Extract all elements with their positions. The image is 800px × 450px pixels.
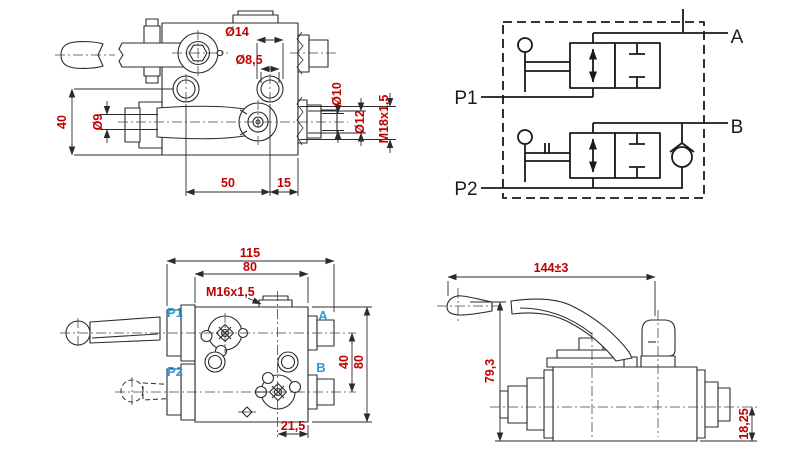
dim-label-d9: Ø9 <box>91 114 105 131</box>
dim-label-144: 144±3 <box>534 261 569 275</box>
hand-lever <box>510 298 633 362</box>
dimension-lines-side <box>68 36 396 196</box>
dimension-lines-top-view <box>166 257 372 438</box>
dim-label-80-width: 80 <box>243 260 257 274</box>
dimension-lines-lever-view <box>447 273 757 442</box>
top-view: 115 80 M16x1,5 40 80 21,5 P1 A P2 B <box>60 246 372 438</box>
lever-head-assembly <box>118 18 224 84</box>
schematic-port-a: A <box>731 27 744 48</box>
dim-label-d8-5: Ø8,5 <box>235 53 262 67</box>
detent-symbol <box>544 143 550 154</box>
dim-label-m16: M16x1,5 <box>206 285 255 299</box>
dim-label-15: 15 <box>277 176 291 190</box>
port-label-p2: P2 <box>167 364 183 379</box>
port-fitting-bottom-right <box>296 96 338 146</box>
top-lever <box>65 316 161 346</box>
dim-label-40-side: 40 <box>55 115 69 129</box>
valve-1-symbol <box>517 37 661 92</box>
dim-label-d12: Ø12 <box>353 110 367 134</box>
port-label-a: A <box>318 308 328 323</box>
lever-grip <box>446 295 493 316</box>
dim-label-80-height: 80 <box>352 355 366 369</box>
lever-side-view: 144±3 79,3 18,25 <box>437 261 760 442</box>
centerlines-side <box>55 30 348 145</box>
schematic-lines <box>481 9 728 189</box>
port-labels-top-view: P1 A P2 B <box>167 305 328 379</box>
check-valve-symbol <box>669 123 695 188</box>
dim-label-m18: M18x1,5 <box>377 95 391 144</box>
dim-label-115: 115 <box>240 246 260 260</box>
dim-label-50: 50 <box>221 176 235 190</box>
schematic-port-labels: A P1 B P2 <box>454 27 743 200</box>
side-view: Ø14 Ø8,5 40 Ø9 Ø10 Ø12 M18x1,5 50 15 <box>55 10 396 196</box>
dim-label-40-top: 40 <box>337 355 351 369</box>
schematic-port-p2: P2 <box>454 179 477 200</box>
lever-knob-symbol-2 <box>517 129 533 145</box>
centerlines-lever-view <box>437 288 760 437</box>
dim-label-d10: Ø10 <box>330 82 344 106</box>
dimension-labels-side: Ø14 Ø8,5 40 Ø9 Ø10 Ø12 M18x1,5 50 15 <box>55 25 391 190</box>
schematic-port-b: B <box>731 117 744 138</box>
valve-body-lever-view <box>552 366 698 442</box>
dimension-labels-lever-view: 144±3 79,3 18,25 <box>483 261 751 440</box>
dim-label-18-25: 18,25 <box>737 408 751 439</box>
right-fitting-lever-view <box>696 369 731 439</box>
lever-knob-symbol-1 <box>517 37 533 53</box>
centerlines-top-view <box>60 291 356 437</box>
hydraulic-schematic: A P1 B P2 <box>454 9 744 200</box>
left-fitting-lever-view <box>499 369 554 439</box>
dim-label-d14: Ø14 <box>225 25 249 39</box>
schematic-port-p1: P1 <box>454 88 477 109</box>
dimension-labels-top-view: 115 80 M16x1,5 40 80 21,5 <box>206 246 366 433</box>
bolt-holes-top <box>204 351 299 373</box>
drain-port-diamond <box>238 406 256 418</box>
port-label-b: B <box>316 360 325 375</box>
port-label-p1: P1 <box>167 305 183 320</box>
dim-label-21-5: 21,5 <box>281 419 305 433</box>
schematic-boundary <box>502 21 705 199</box>
valve-2-symbol <box>517 129 661 182</box>
dim-label-79-3: 79,3 <box>483 359 497 383</box>
